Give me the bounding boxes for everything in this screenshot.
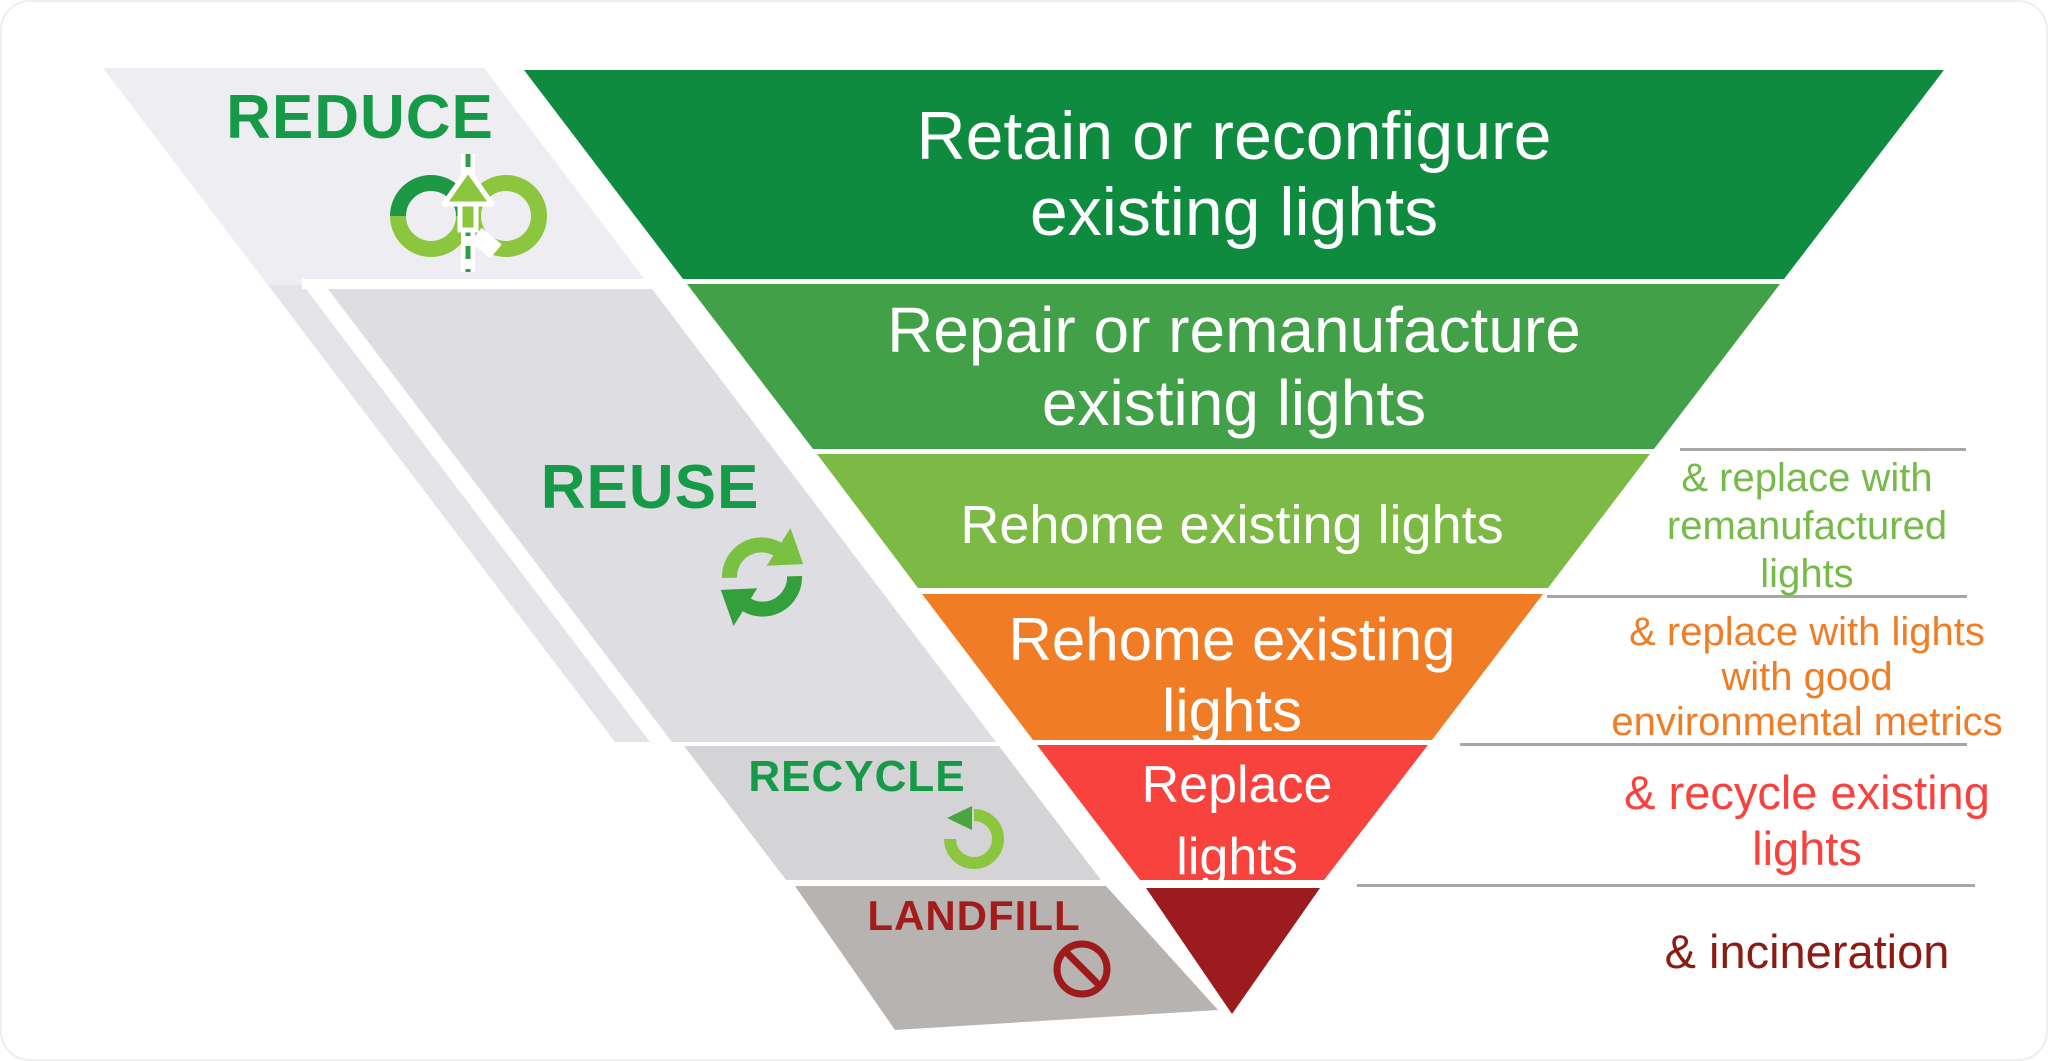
cycle-arrows-icon	[720, 528, 804, 626]
level-2-label: Repair or remanufacture existing lights	[887, 294, 1581, 439]
level-4-label: Rehome existing lights	[1008, 606, 1456, 744]
divider-1	[1680, 448, 1966, 451]
side-label-landfill: LANDFILL	[867, 892, 1081, 939]
side-label-recycle: RECYCLE	[748, 752, 966, 801]
side-label-reuse: REUSE	[540, 453, 760, 522]
level-1-label: Retain or reconfigure existing lights	[916, 98, 1552, 251]
annotation-environmental-metrics: & replace with lights with good environm…	[1611, 610, 2003, 744]
no-entry-icon	[1053, 940, 1111, 998]
loop-arrows-icon	[390, 154, 547, 272]
divider-3	[1460, 743, 1967, 746]
circular-arrow-icon	[944, 806, 1004, 869]
annotation-remanufactured: & replace with remanufactured lights	[1666, 456, 1948, 596]
side-label-reduce: REDUCE	[226, 83, 494, 152]
level-5-label: Replace lights	[1141, 756, 1333, 886]
annotation-incineration: & incineration	[1664, 925, 1950, 978]
divider-2	[1547, 595, 1967, 598]
divider-4	[1357, 884, 1975, 887]
annotation-recycle-existing: & recycle existing lights	[1624, 766, 1990, 876]
level-3-label: Rehome existing lights	[960, 495, 1504, 555]
